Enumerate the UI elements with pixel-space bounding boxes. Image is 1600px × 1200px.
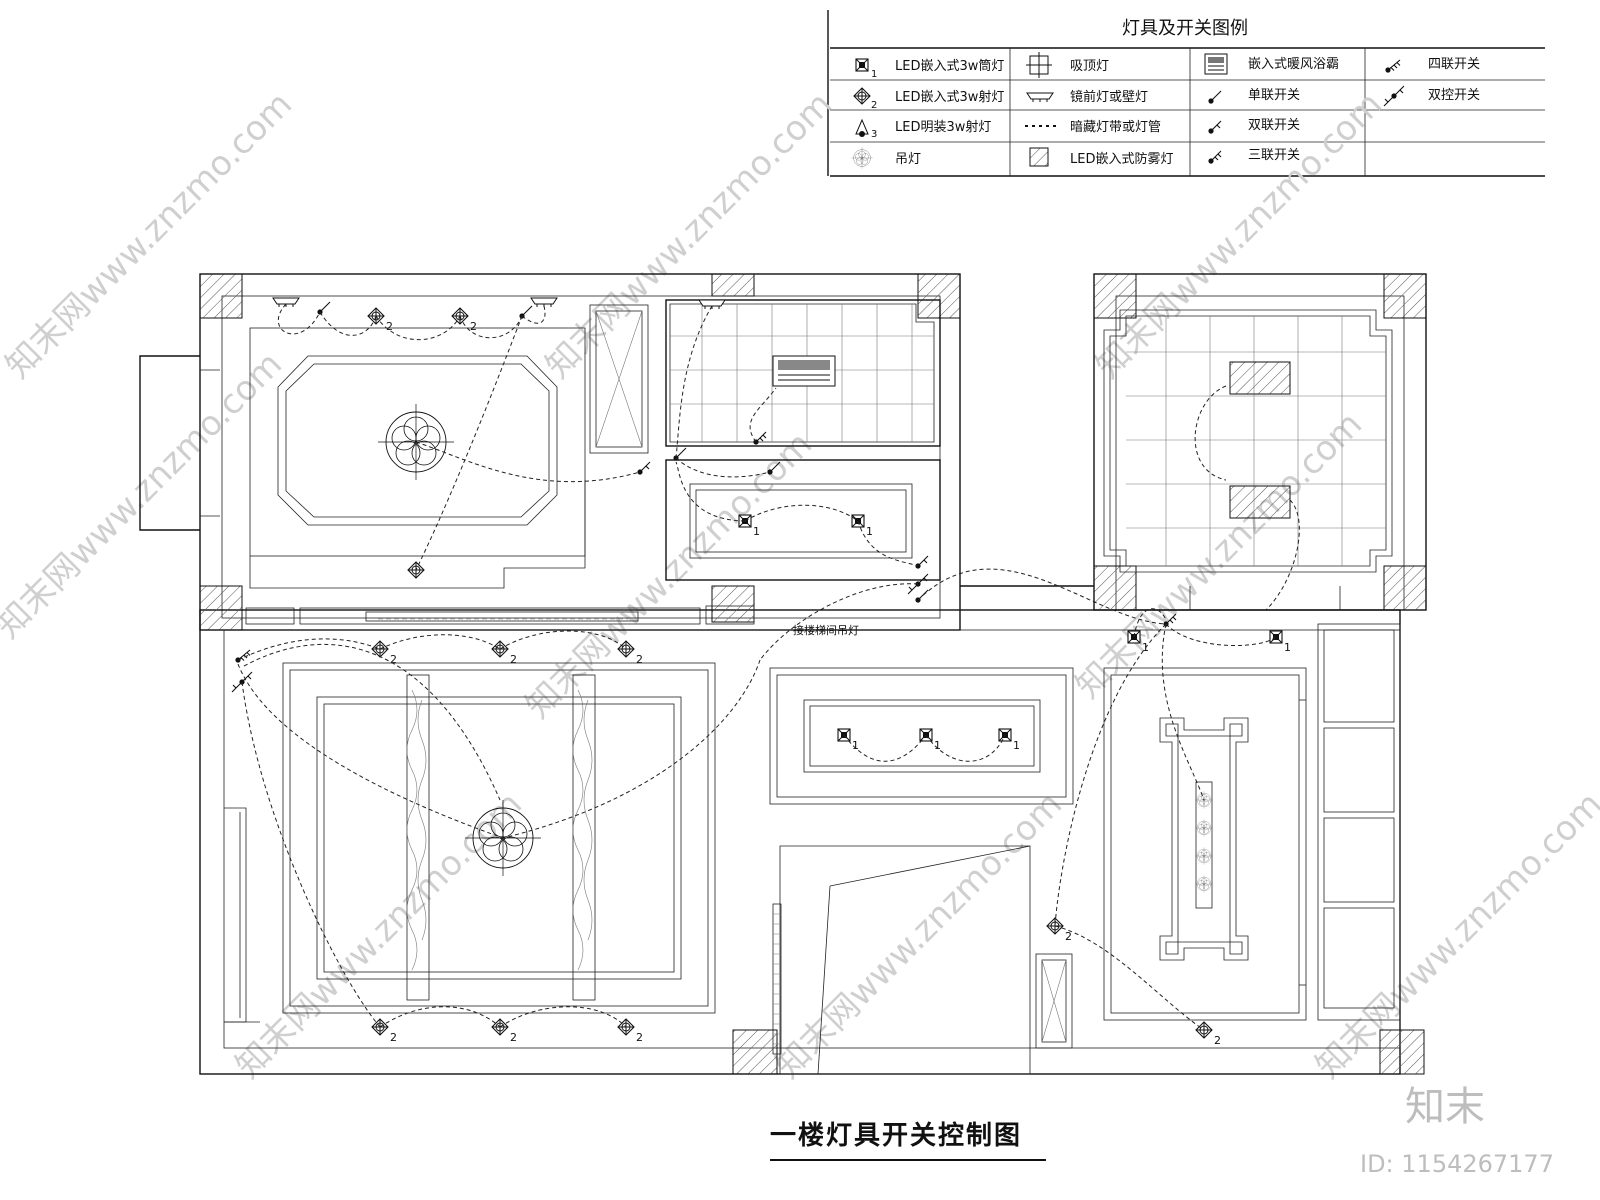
quad-switch-icon [234,649,251,664]
drawing-title-group: 一楼灯具开关控制图 [770,1121,1046,1161]
watermark: 知末网www.znzmo.com [538,84,840,386]
wall-column [1383,565,1427,611]
legend-label: 吸顶灯 [1070,59,1109,74]
wall-column [711,585,755,623]
downlight-icon [1269,630,1283,644]
wall-column [1093,273,1137,319]
wiring [237,303,1300,1031]
single-switch-icon [1207,90,1222,105]
fixture-tag: 2 [1214,1034,1221,1047]
wall-column [732,1029,778,1075]
fixture-tag: 2 [636,1031,643,1044]
surface-spotlight-icon [855,118,869,137]
single-switch-icon [316,301,331,316]
wall-light-icon [272,297,300,308]
wall-column [199,273,243,319]
bath-heater-icon [772,355,836,387]
double-switch-icon [914,555,929,570]
legend-sub: 3 [871,129,877,140]
fixture-tag: 2 [390,653,397,666]
ceiling-light-icon [1026,52,1052,78]
fixture-tag: 2 [1065,930,1072,943]
room-top-left [245,304,755,625]
fog-light-icon [1029,147,1049,167]
bath-heater-icon [1204,53,1228,75]
legend-title: 灯具及开关图例 [1122,18,1248,39]
legend-label: 嵌入式暖风浴霸 [1248,57,1339,72]
legend-label: 三联开关 [1248,148,1300,163]
watermark: 知末网www.znzmo.com [0,84,300,386]
drawing-title: 一楼灯具开关控制图 [770,1121,1022,1151]
wall-light-icon [698,299,726,310]
fixtures: 2 2 2 2 2 2 2 2 2 2 1 1 1 1 1 1 1 [272,297,1291,1047]
fixture-tag: 2 [386,320,393,333]
wall-column [1093,565,1137,611]
legend-label: 吊灯 [895,152,921,167]
fog-light-icon [1229,361,1291,395]
watermark-logo: 知末 [1405,1084,1485,1130]
wall-light-icon [530,297,558,308]
legend-label: LED嵌入式3w射灯 [895,89,1004,105]
wall-column [917,273,961,319]
legend-label: LED嵌入式3w筒灯 [895,58,1004,74]
quad-switch-icon [1384,59,1401,74]
fixture-tag: 2 [470,320,477,333]
room-main-living [224,662,716,1023]
fixture-tag: 1 [866,525,873,538]
watermark: 知末网www.znzmo.com [768,784,1070,1086]
watermark: 知末网www.znzmo.com [228,784,530,1086]
fixture-tag: 1 [753,525,760,538]
legend-sub: 1 [871,69,877,80]
watermark-id: ID: 1154267177 [1360,1150,1554,1178]
watermark: 知末网www.znzmo.com [1068,404,1370,706]
two-way-switch-icon [1383,85,1405,107]
room-dining [1103,623,1401,1021]
double-switch-icon [636,461,651,476]
single-switch-icon [672,447,687,462]
switches [231,301,1177,693]
legend-label: 单联开关 [1248,88,1300,103]
room-middle [769,667,1074,1075]
watermark: 知末网www.znzmo.com [518,424,820,726]
watermark: 知末网www.znzmo.com [0,344,290,646]
legend-label: LED明装3w射灯 [895,119,991,135]
watermark: 知末网www.znzmo.com [1308,784,1600,1086]
fixture-tag: 1 [852,739,859,752]
room-top-right [1103,309,1393,610]
legend-label: LED嵌入式防雾灯 [1070,151,1173,167]
stair-light-note: 接楼梯间吊灯 [793,623,859,637]
legend-label: 镜前灯或壁灯 [1070,89,1148,105]
downlight-icon [855,58,869,72]
fog-light-icon [1229,485,1291,519]
fixture-tag: 1 [1013,739,1020,752]
legend-label: 四联开关 [1428,57,1480,72]
triple-switch-icon [1207,150,1222,165]
chandelier-icon [851,147,873,169]
legend-table: 灯具及开关图例 1 LED嵌入式3w筒灯 2 LED嵌入式3w射灯 3 LED明… [827,10,1545,177]
spotlight-icon [853,87,871,105]
legend-sub: 2 [871,100,877,111]
legend-label: 双控开关 [1428,88,1480,103]
fixture-tag: 2 [390,1031,397,1044]
wall-light-icon [1026,92,1054,103]
room-corridor [665,459,941,581]
legend-label: 双联开关 [1248,118,1300,133]
wall-column [1379,1029,1425,1075]
double-switch-icon [1207,120,1222,135]
fixture-tag: 2 [510,1031,517,1044]
fixture-tag: 2 [636,653,643,666]
triple-switch-icon [752,431,767,446]
fixture-tag: 1 [934,739,941,752]
wall-column [199,585,243,631]
legend-label: 暗藏灯带或灯管 [1070,120,1161,135]
single-switch-icon [914,589,929,604]
wall-column [711,273,755,297]
fixture-tag: 1 [1284,641,1291,654]
fixture-tag: 2 [510,653,517,666]
wall-column [1383,273,1427,319]
